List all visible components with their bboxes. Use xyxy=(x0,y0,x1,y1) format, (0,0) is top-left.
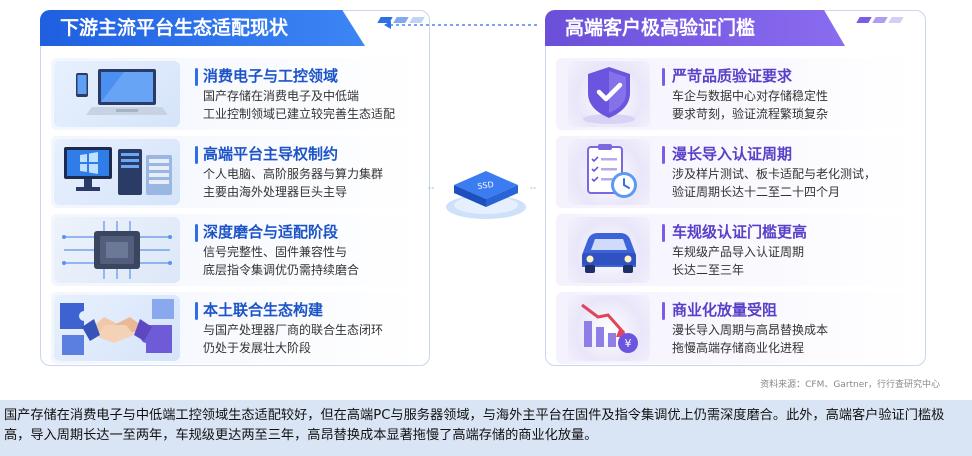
right-item-certification: 漫长导入认证周期 涉及样片测试、板卡适配与老化测试，验证周期长达十二至二十四个月 xyxy=(556,136,918,208)
server-desktop-icon xyxy=(54,139,180,205)
checklist-clock-icon xyxy=(568,139,650,205)
source-note: 资料来源：CFM、Gartner，行行查研究中心 xyxy=(760,380,940,390)
item-title: 商业化放量受阻 xyxy=(672,301,778,319)
item-description: 涉及样片测试、板卡适配与老化测试，验证周期长达十二至二十四个月 xyxy=(672,167,877,199)
item-description: 车规级产品导入认证周期长达二至三年 xyxy=(672,245,805,277)
item-title: 消费电子与工控领域 xyxy=(203,67,339,85)
item-description: 个人电脑、高阶服务器与算力集群主要由海外处理器巨头主导 xyxy=(203,167,384,199)
declining-chart-yen-icon: ¥ xyxy=(568,295,650,361)
shield-check-icon xyxy=(568,61,650,127)
item-title: 本土联合生态构建 xyxy=(203,301,324,319)
item-description: 漫长导入周期与高昂替换成本拖慢高端存储商业化进程 xyxy=(672,323,829,355)
item-description: 车企与数据中心对存储稳定性要求苛刻，验证流程繁琐复杂 xyxy=(672,89,829,121)
item-description: 与国产处理器厂商的联合生态闭环仍处于发展壮大阶段 xyxy=(203,323,384,355)
left-item-highend: 高端平台主导权制约 个人电脑、高阶服务器与算力集群主要由海外处理器巨头主导 xyxy=(51,136,421,208)
left-item-consumer: 消费电子与工控领域 国产存储在消费电子及中低端工业控制领域已建立较完善生态适配 xyxy=(51,58,421,130)
laptop-phone-icon xyxy=(54,61,180,127)
right-item-commercialization: ¥ 商业化放量受阻 漫长导入周期与高昂替换成本拖慢高端存储商业化进程 xyxy=(556,292,918,364)
handshake-puzzle-icon xyxy=(54,295,180,361)
caption-text: 国产存储在消费电子与中低端工控领域生态适配较好，但在高端PC与服务器领域，与海外… xyxy=(0,400,972,456)
item-title: 高端平台主导权制约 xyxy=(203,145,339,163)
right-item-quality: 严苛品质验证要求 车企与数据中心对存储稳定性要求苛刻，验证流程繁琐复杂 xyxy=(556,58,918,130)
item-title: 漫长导入认证周期 xyxy=(672,145,793,163)
item-title: 严苛品质验证要求 xyxy=(672,67,793,85)
left-panel: 下游主流平台生态适配现状 消费电子与工控领域 国产存储在消费电子及中低端工业控制… xyxy=(40,10,430,366)
right-item-automotive: 车规级认证门槛更高 车规级产品导入认证周期长达二至三年 xyxy=(556,214,918,286)
car-icon xyxy=(568,217,650,283)
double-arrow-icon xyxy=(428,187,434,189)
ssd-chip-icon: SSD xyxy=(446,171,526,219)
title-decoration xyxy=(856,17,904,23)
item-title: 深度磨合与适配阶段 xyxy=(203,223,339,241)
item-description: 国产存储在消费电子及中低端工业控制领域已建立较完善生态适配 xyxy=(203,89,396,121)
chip-icon xyxy=(54,217,180,283)
svg-text:¥: ¥ xyxy=(625,337,632,350)
connector-arrow-icon xyxy=(384,21,538,29)
double-arrow-icon xyxy=(530,187,536,189)
left-item-local-ecosystem: 本土联合生态构建 与国产处理器厂商的联合生态闭环仍处于发展壮大阶段 xyxy=(51,292,421,364)
left-panel-title: 下游主流平台生态适配现状 xyxy=(40,10,365,46)
svg-text:SSD: SSD xyxy=(477,180,494,191)
right-panel: 高端客户极高验证门槛 严苛品质验证要求 车企与数据中心对存储稳定性要求苛刻，验证… xyxy=(545,10,926,366)
item-title: 车规级认证门槛更高 xyxy=(672,223,808,241)
left-item-adaptation: 深度磨合与适配阶段 信号完整性、固件兼容性与底层指令集调优仍需持续磨合 xyxy=(51,214,421,286)
item-description: 信号完整性、固件兼容性与底层指令集调优仍需持续磨合 xyxy=(203,245,360,277)
right-panel-title: 高端客户极高验证门槛 xyxy=(545,10,845,46)
